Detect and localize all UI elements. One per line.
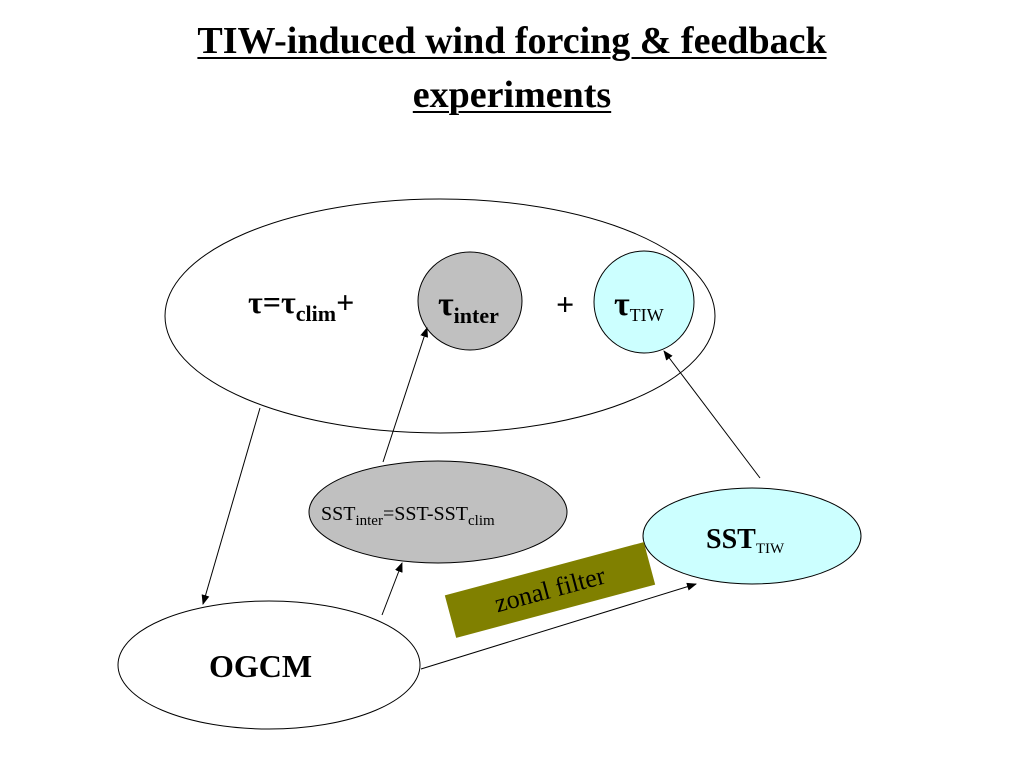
tau-tiw-circle [593,250,695,354]
sst-clim-subscript: clim [468,513,495,530]
title-line-2: experiments [412,74,612,116]
tau-tiw-symbol: τ [614,286,630,323]
sst-inter-label: SSTinter=SST-SSTclim [321,503,495,529]
plus-sign-2: + [556,286,575,322]
inter-subscript: inter [453,302,499,328]
sst-tiw-label: SSTTIW [706,524,785,558]
sst-inter-prefix: SST [321,503,356,525]
tau-inter-label: τinter [438,286,499,327]
sst-tiw-subscript: TIW [755,541,785,558]
arrow-sst-tiw-to-tau-tiw [663,350,761,479]
tiw-subscript: TIW [629,305,664,326]
arrow-sst-inter-to-tau-inter [382,327,428,463]
sst-tiw-ellipse [642,487,862,585]
ogcm-label: OGCM [209,648,313,684]
sst-inter-middle: =SST-SST [382,503,468,525]
tau-inter-symbol: τ [438,286,454,323]
arrow-wind-to-ogcm [201,407,261,605]
arrow-ogcm-to-sst-tiw [420,582,697,670]
arrow-ogcm-to-sst-inter [381,562,403,616]
sst-tiw-prefix: SST [706,524,756,555]
tau-inter-circle [417,251,523,351]
sst-inter-ellipse [308,460,568,564]
clim-subscript: clim [295,300,337,326]
title-line-1: TIW-induced wind forcing & feedback [197,20,827,62]
ogcm-ellipse [117,600,421,730]
tau-tiw-label: τTIW [614,286,664,326]
slide-title: TIW-induced wind forcing & feedback expe… [0,14,1024,122]
tau-equals-tau: τ=τ [248,284,296,320]
plus-sign-1: + [336,284,355,320]
sst-inter-subscript: inter [355,513,383,530]
tau-clim-expression: τ=τclim+ [248,284,355,324]
